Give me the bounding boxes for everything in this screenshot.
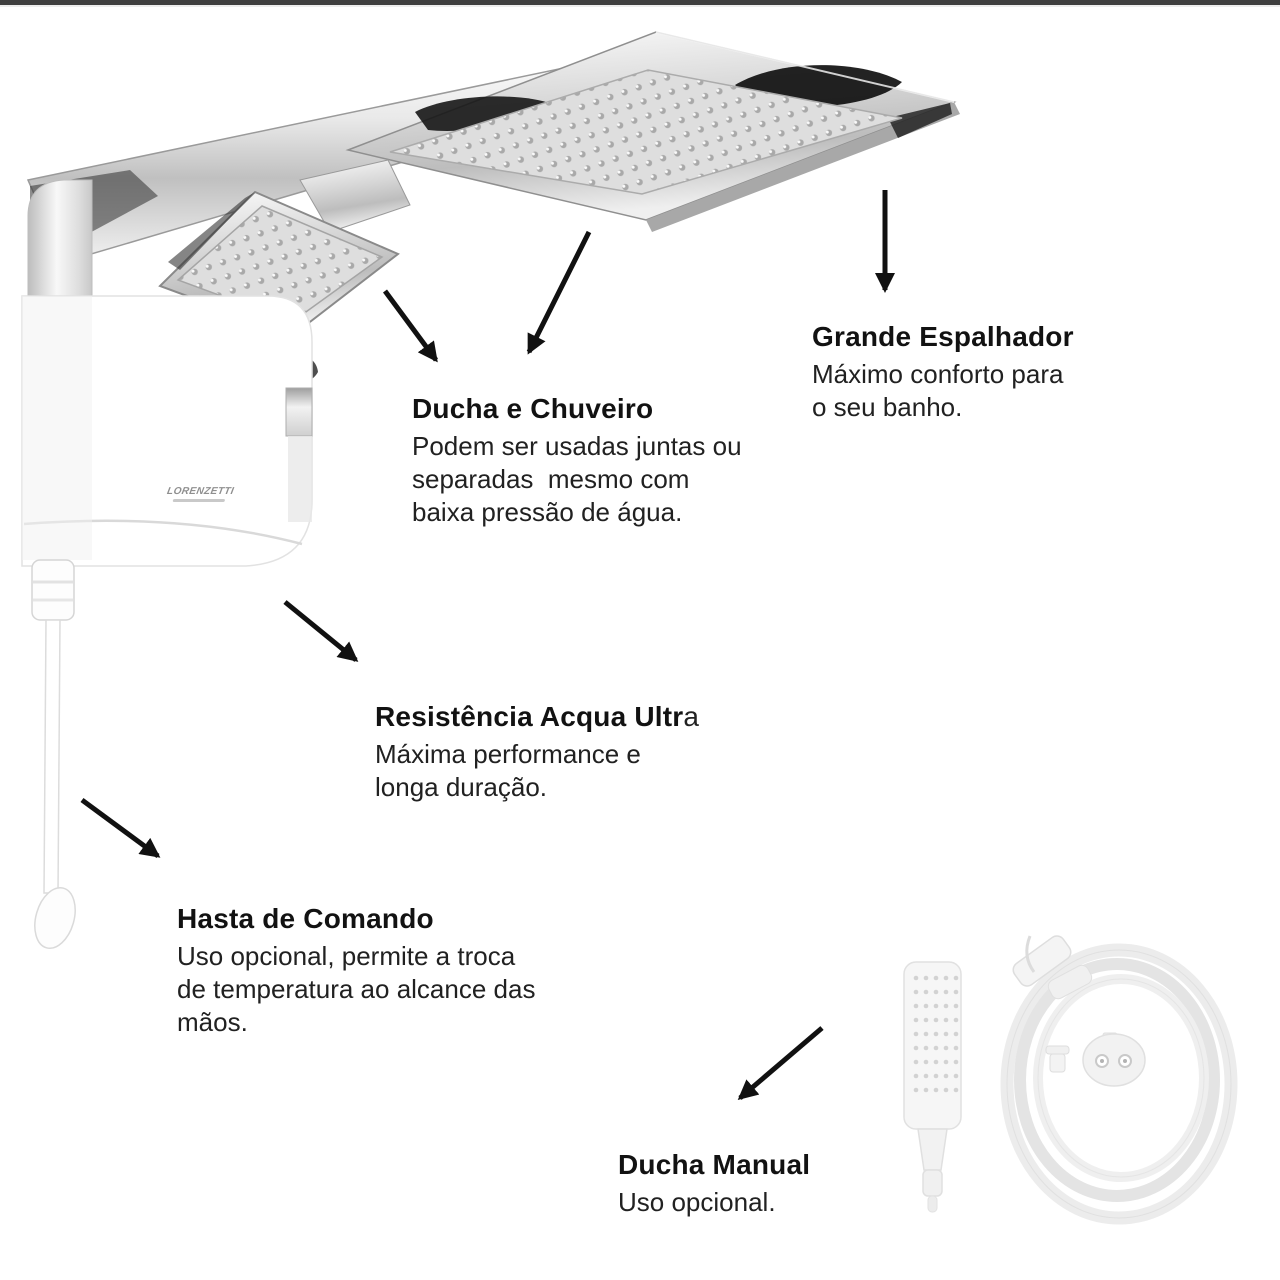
wall-bracket bbox=[1082, 1032, 1146, 1087]
hose-coil bbox=[1000, 935, 1238, 1225]
annotation-line: longa duração. bbox=[375, 772, 548, 802]
rain-spray-plate bbox=[389, 69, 903, 195]
annotation-title: Grande Espalhador bbox=[812, 321, 1074, 352]
annotation-title: Hasta de Comando bbox=[177, 903, 434, 934]
arrow-ducha-right bbox=[526, 230, 592, 355]
wand-spray-holes bbox=[913, 975, 959, 1093]
annotation-hasta-de-comando: Hasta de Comando Uso opcional, permite a… bbox=[177, 902, 535, 1039]
rain-shower-head bbox=[345, 31, 960, 232]
annotation-title: Ducha e Chuveiro bbox=[412, 393, 654, 424]
brand-name: LORENZETTI bbox=[166, 486, 235, 497]
annotation-ducha-manual: Ducha Manual Uso opcional. bbox=[618, 1148, 810, 1219]
annotation-line: Máxima performance e bbox=[375, 739, 641, 769]
brand-subtext-bar bbox=[172, 499, 226, 502]
rod-paddle bbox=[34, 886, 76, 950]
annotation-line: separadas mesmo com bbox=[412, 464, 690, 494]
top-border-bar bbox=[0, 0, 1280, 5]
arrow-resistencia bbox=[283, 600, 359, 662]
annotation-line: Máximo conforto para bbox=[812, 359, 1064, 389]
annotation-line: o seu banho. bbox=[812, 392, 963, 422]
annotation-ducha-e-chuveiro: Ducha e Chuveiro Podem ser usadas juntas… bbox=[412, 392, 742, 529]
hose-nipple bbox=[1045, 1045, 1070, 1073]
annotation-line: baixa pressão de água. bbox=[412, 497, 683, 527]
arrow-hasta bbox=[80, 797, 161, 859]
arrow-ducha-manual bbox=[737, 1026, 824, 1100]
annotation-line: Podem ser usadas juntas ou bbox=[412, 431, 742, 461]
annotation-title: Ducha Manual bbox=[618, 1149, 811, 1180]
annotation-grande-espalhador: Grande Espalhador Máximo conforto para o… bbox=[812, 320, 1074, 424]
command-rod bbox=[31, 559, 76, 950]
annotation-line: de temperatura ao alcance das bbox=[177, 974, 536, 1004]
annotation-line: mãos. bbox=[177, 1007, 248, 1037]
annotation-line: Uso opcional. bbox=[618, 1187, 776, 1217]
annotation-title: Resistência Acqua Ultra bbox=[375, 701, 700, 732]
heater-body bbox=[21, 295, 313, 567]
top-border-highlight bbox=[0, 5, 1280, 7]
arrow-ducha-left bbox=[382, 289, 439, 363]
annotation-line: Uso opcional, permite a troca bbox=[177, 941, 516, 971]
annotation-resistencia: Resistência Acqua Ultra Máxima performan… bbox=[375, 700, 699, 804]
annotation-arrows bbox=[80, 190, 895, 1100]
brand-logo: LORENZETTI bbox=[156, 486, 245, 502]
hand-shower-wand bbox=[903, 961, 962, 1213]
hand-shower-kit bbox=[903, 935, 1238, 1225]
